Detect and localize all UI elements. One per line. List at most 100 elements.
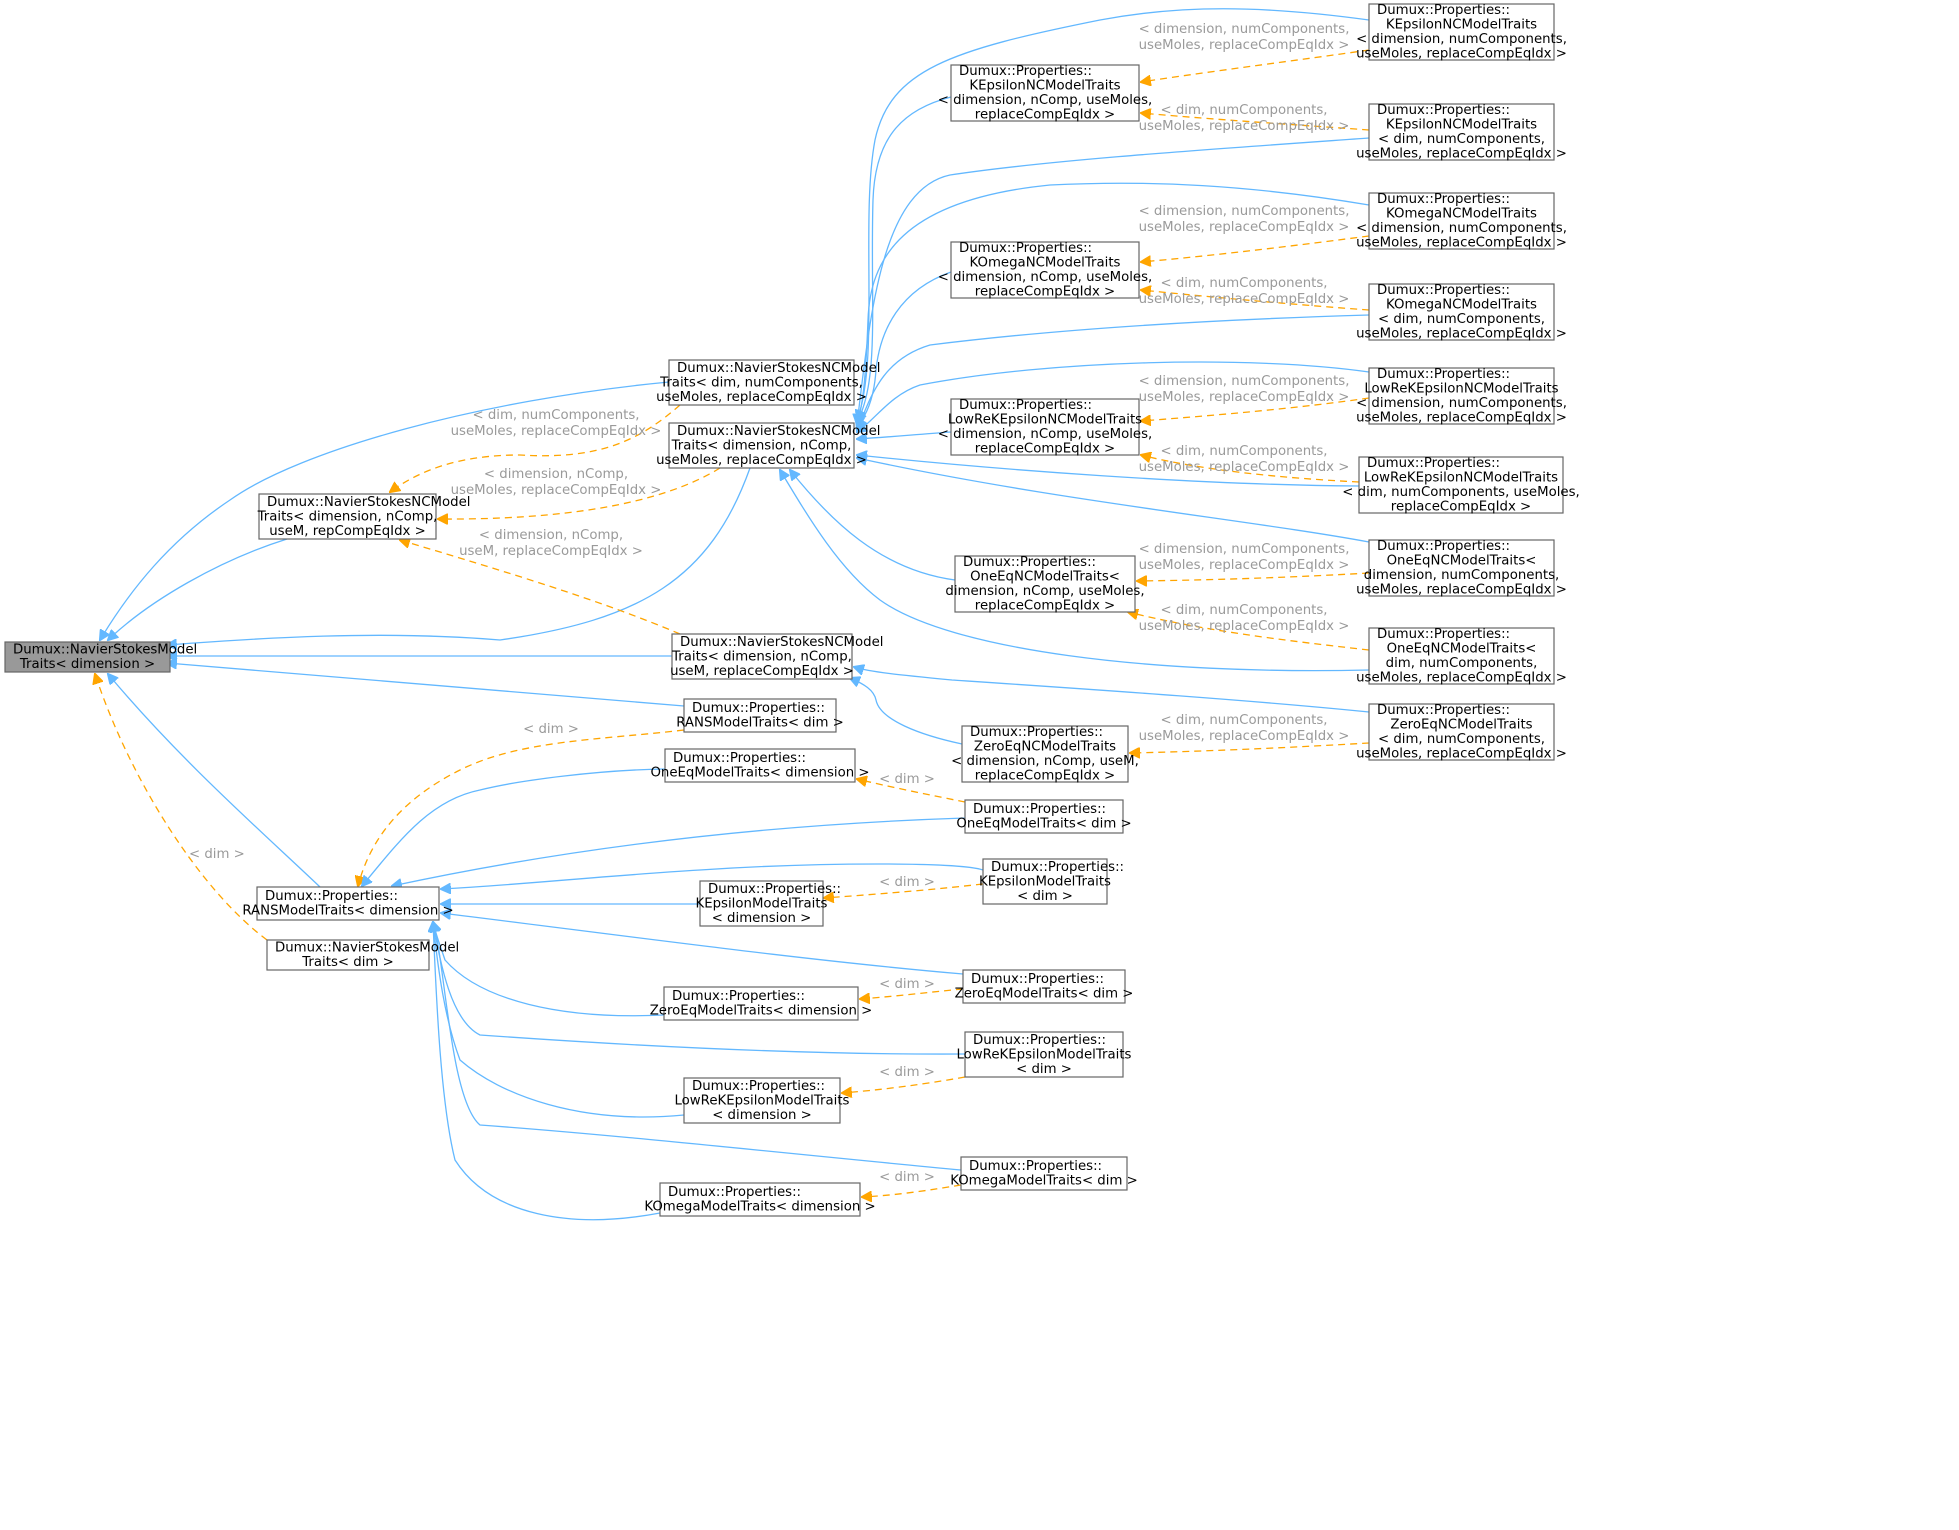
- class-node-label-line: ZeroEqModelTraits< dimension >: [650, 1004, 873, 1019]
- edges-layer: [95, 8, 1370, 1221]
- class-node-komeganc_r1[interactable]: Dumux::Properties::KOmegaNCModelTraits< …: [1356, 192, 1567, 251]
- class-node-label-line: useM, repCompEqIdx >: [269, 524, 426, 539]
- template-edge-ns_dim-to-root: [95, 674, 268, 941]
- template-edge-ns_nc_useM-to-ns_nc_rep: [400, 540, 681, 635]
- class-node-label-line: Dumux::Properties::: [1377, 367, 1510, 382]
- class-node-keps_dim[interactable]: Dumux::Properties::KEpsilonModelTraits< …: [979, 858, 1124, 905]
- class-node-label-line: Dumux::Properties::: [672, 989, 805, 1004]
- inheritance-edge-oneeq_dim-to-rans_dimension: [392, 817, 966, 886]
- class-node-label-line: Dumux::Properties::: [708, 882, 841, 897]
- class-node-label-line: replaceCompEqIdx >: [975, 769, 1115, 784]
- class-node-lowrenc_mid[interactable]: Dumux::Properties::LowReKEpsilonNCModelT…: [938, 398, 1153, 457]
- class-node-label-line: useMoles, replaceCompEqIdx >: [1356, 47, 1567, 62]
- class-node-komega_dimension[interactable]: Dumux::Properties::KOmegaModelTraits< di…: [644, 1182, 876, 1217]
- class-node-lowrenc_r2[interactable]: Dumux::Properties::LowReKEpsilonNCModelT…: [1342, 456, 1579, 515]
- edge-label-line: < dim, numComponents,: [1160, 103, 1327, 118]
- class-node-label-line: Dumux::Properties::: [970, 725, 1103, 740]
- class-node-label-line: Dumux::Properties::: [1377, 103, 1510, 118]
- class-node-label-line: Dumux::Properties::: [1377, 627, 1510, 642]
- class-node-lowre_dim[interactable]: Dumux::Properties::LowReKEpsilonModelTra…: [957, 1031, 1132, 1078]
- class-node-label-line: useMoles, replaceCompEqIdx >: [656, 453, 867, 468]
- class-node-label-line: < dimension >: [712, 1108, 812, 1123]
- inheritance-edge-kepsnc_r1-to-ns_nc_dimension: [857, 8, 1370, 420]
- inheritance-edge-zeroeqnc_mid-to-ns_nc_useM: [850, 678, 963, 745]
- class-node-zeroeqnc_mid[interactable]: Dumux::Properties::ZeroEqNCModelTraits< …: [951, 725, 1139, 784]
- class-node-box: [954, 555, 1136, 613]
- edge-labels-layer: < dim >< dim, numComponents,useMoles, re…: [189, 22, 1349, 1185]
- edge-label-line: < dim, numComponents,: [472, 408, 639, 423]
- class-node-box: [1368, 283, 1555, 341]
- class-node-komega_dim[interactable]: Dumux::Properties::KOmegaModelTraits< di…: [950, 1156, 1138, 1191]
- class-node-label-line: < dimension, nComp, useMoles,: [938, 427, 1153, 442]
- class-node-box: [664, 748, 856, 783]
- class-node-oneeqnc_r1[interactable]: Dumux::Properties::OneEqNCModelTraits<di…: [1356, 539, 1567, 598]
- class-node-box: [258, 493, 437, 540]
- class-node-label-line: useMoles, replaceCompEqIdx >: [1356, 236, 1567, 251]
- class-node-label-line: < dim >: [1016, 1062, 1072, 1077]
- class-node-label-line: KOmegaModelTraits< dim >: [950, 1174, 1138, 1189]
- class-node-label-line: < dimension, numComponents,: [1356, 396, 1567, 411]
- class-node-label-line: Dumux::Properties::: [1377, 3, 1510, 18]
- class-node-label-line: Dumux::Properties::: [959, 64, 1092, 79]
- edge-label-line: < dim >: [879, 875, 935, 890]
- class-node-rans_dimension[interactable]: Dumux::Properties::RANSModelTraits< dime…: [242, 886, 454, 921]
- class-node-lowrenc_r1[interactable]: Dumux::Properties::LowReKEpsilonNCModelT…: [1356, 367, 1567, 426]
- class-node-box: [962, 969, 1126, 1004]
- class-node-rans_dim[interactable]: Dumux::Properties::RANSModelTraits< dim …: [676, 698, 844, 733]
- edge-label-e_rans_dim_rans: < dim >: [523, 722, 579, 737]
- class-node-oneeqnc_r2[interactable]: Dumux::Properties::OneEqNCModelTraits<di…: [1356, 627, 1567, 686]
- template-edge-oneeqnc_r2-to-oneeqnc_mid: [1128, 612, 1370, 651]
- class-node-zeroeq_dimension[interactable]: Dumux::Properties::ZeroEqModelTraits< di…: [650, 986, 873, 1021]
- class-node-label-line: LowReKEpsilonNCModelTraits: [1364, 471, 1558, 486]
- class-node-kepsnc_r2[interactable]: Dumux::Properties::KEpsilonNCModelTraits…: [1356, 103, 1567, 162]
- class-node-box: [982, 858, 1108, 905]
- class-node-label-line: Dumux::Properties::: [973, 1033, 1106, 1048]
- edge-label-line: < dimension, nComp,: [479, 528, 623, 543]
- class-node-label-line: useMoles, replaceCompEqIdx >: [1356, 147, 1567, 162]
- class-node-lowre_dimension[interactable]: Dumux::Properties::LowReKEpsilonModelTra…: [675, 1077, 850, 1124]
- class-node-komeganc_mid[interactable]: Dumux::Properties::KOmegaNCModelTraits< …: [938, 241, 1153, 300]
- class-node-kepsnc_mid[interactable]: Dumux::Properties::KEpsilonNCModelTraits…: [938, 64, 1153, 123]
- edge-label-e_kepsnc_r2_mid: < dim, numComponents,useMoles, replaceCo…: [1139, 103, 1350, 134]
- class-node-zeroeq_dim[interactable]: Dumux::Properties::ZeroEqModelTraits< di…: [955, 969, 1134, 1004]
- class-node-oneeqnc_mid[interactable]: Dumux::Properties::OneEqNCModelTraits<di…: [945, 555, 1144, 614]
- class-node-label-line: KEpsilonNCModelTraits: [969, 79, 1120, 94]
- class-node-zeroeqnc_r[interactable]: Dumux::Properties::ZeroEqNCModelTraits< …: [1356, 703, 1567, 762]
- class-node-kepsnc_r1[interactable]: Dumux::Properties::KEpsilonNCModelTraits…: [1356, 3, 1567, 62]
- class-node-label-line: LowReKEpsilonModelTraits: [675, 1093, 850, 1108]
- class-node-label-line: Dumux::Properties::: [1377, 192, 1510, 207]
- inheritance-edge-ns_nc_dim_num-to-root: [100, 381, 670, 640]
- edge-label-line: useMoles, replaceCompEqIdx >: [1139, 38, 1350, 53]
- class-node-label-line: dimension, numComponents,: [1364, 568, 1560, 583]
- class-node-keps_dimension[interactable]: Dumux::Properties::KEpsilonModelTraits< …: [696, 880, 842, 927]
- template-edge-ns_nc_dim_num-to-ns_nc_rep: [390, 404, 681, 492]
- edge-label-e_ns_nc_useM_rep: < dimension, nComp,useM, replaceCompEqId…: [459, 528, 643, 559]
- class-node-oneeq_dim[interactable]: Dumux::Properties::OneEqModelTraits< dim…: [956, 799, 1132, 834]
- class-node-oneeq_dimension[interactable]: Dumux::Properties::OneEqModelTraits< dim…: [650, 748, 870, 783]
- class-node-komeganc_r2[interactable]: Dumux::Properties::KOmegaNCModelTraits< …: [1356, 283, 1567, 342]
- class-node-label-line: Traits< dimension >: [19, 657, 155, 672]
- class-node-label-line: < dim, numComponents, useMoles,: [1342, 485, 1579, 500]
- edge-label-e_ns_dim_root: < dim >: [189, 847, 245, 862]
- class-node-label-line: Dumux::NavierStokesNCModel: [267, 495, 470, 510]
- edge-label-e_oneeqnc_r1_mid: < dimension, numComponents,useMoles, rep…: [1139, 542, 1350, 573]
- class-node-label-line: replaceCompEqIdx >: [975, 442, 1115, 457]
- class-node-label-line: Dumux::Properties::: [1377, 539, 1510, 554]
- class-node-box: [683, 698, 837, 733]
- inheritance-edge-keps_dim-to-rans_dimension: [441, 863, 984, 889]
- template-edge-oneeqnc_r1-to-oneeqnc_mid: [1137, 572, 1370, 581]
- class-node-label-line: Dumux::Properties::: [1367, 456, 1500, 471]
- edge-label-line: < dim, numComponents,: [1160, 603, 1327, 618]
- inheritance-edge-zeroeqnc_r-to-ns_nc_useM: [854, 667, 1370, 713]
- edge-label-line: useMoles, replaceCompEqIdx >: [1139, 390, 1350, 405]
- class-node-label-line: useM, replaceCompEqIdx >: [670, 664, 854, 679]
- template-edge-zeroeq_dim-to-zeroeq_dimension: [860, 988, 964, 999]
- inheritance-edge-lowre_dim-to-rans_dimension: [433, 922, 966, 1055]
- edge-label-line: < dim, numComponents,: [1160, 713, 1327, 728]
- template-edge-komeganc_r1-to-komeganc_mid: [1141, 235, 1370, 262]
